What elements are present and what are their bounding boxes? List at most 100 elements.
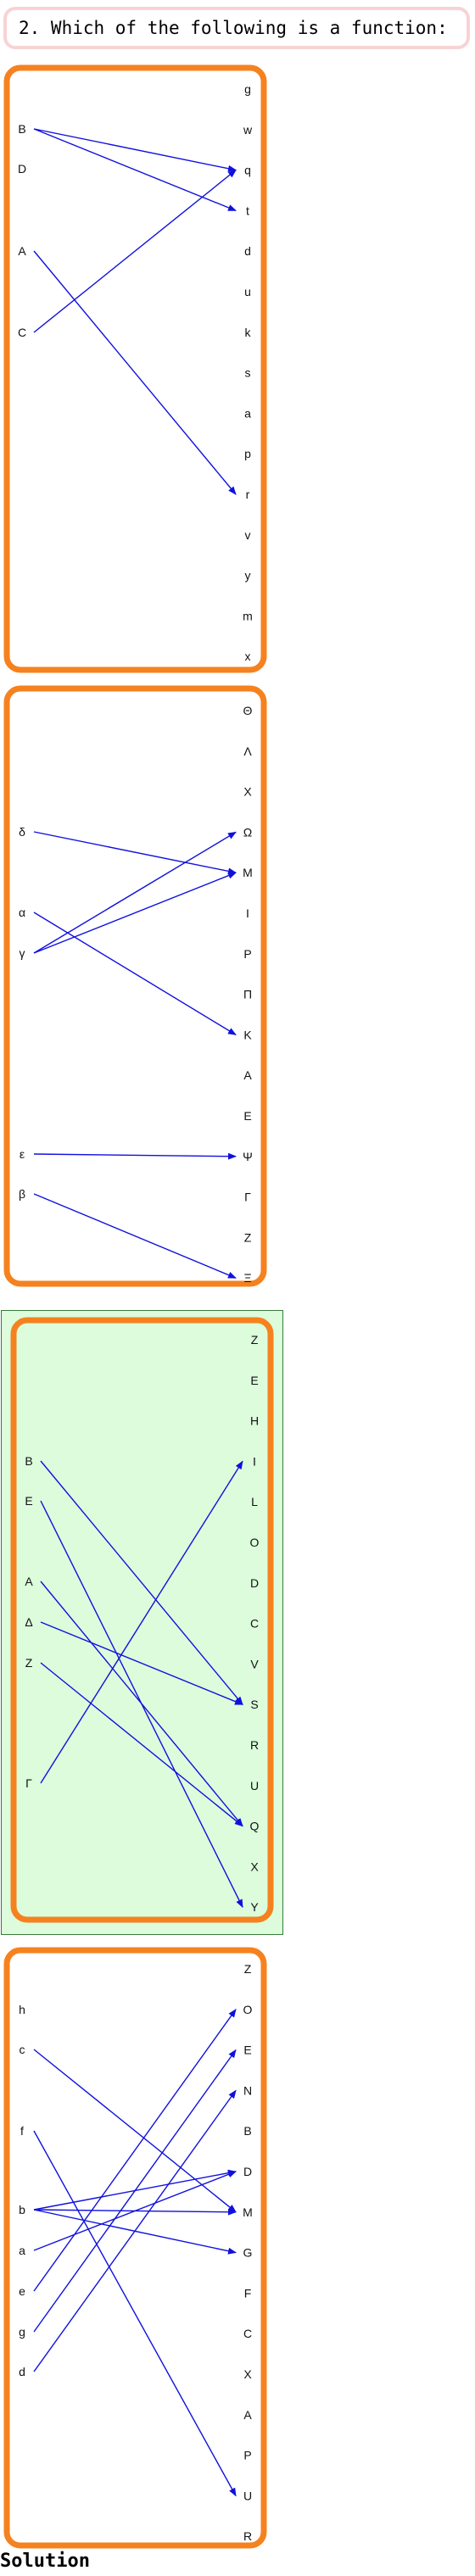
domain-label: Γ [25,1776,32,1790]
domain-label: ε [20,1147,25,1161]
codomain-label: E [250,1374,258,1387]
codomain-label: Θ [243,704,253,717]
codomain-label: u [244,285,251,298]
mapping-arrow [40,1621,243,1705]
codomain-label: A [243,1068,252,1082]
codomain-label: p [244,447,251,460]
solution-heading: Solution [0,2551,90,2572]
codomain-label: m [243,609,253,622]
codomain-label: V [250,1657,259,1670]
mapping-arrow [33,2171,237,2251]
codomain-label: X [243,2367,252,2381]
domain-label: a [19,2244,25,2257]
domain-label: E [25,1494,32,1508]
mapping-arrow [40,1581,243,1827]
codomain-label: L [251,1495,258,1508]
domain-label: A [18,244,26,258]
codomain-label: U [243,2489,252,2502]
codomain-label: F [244,2286,252,2300]
domain-label: B [18,122,25,136]
codomain-label: Y [250,1900,259,1914]
codomain-label: w [243,123,253,137]
codomain-label: G [243,2246,253,2260]
domain-label: C [18,326,26,339]
option-frame [10,1317,274,1923]
domain-label: b [19,2203,25,2216]
domain-label: Δ [25,1615,32,1629]
codomain-label: Q [250,1820,260,1833]
codomain-label: E [243,1109,251,1123]
codomain-label: C [243,2327,252,2340]
codomain-label: Z [251,1333,259,1347]
domain-label: B [25,1454,32,1468]
codomain-label: P [243,2449,251,2462]
mapping-arrow [33,250,237,495]
codomain-label: Γ [244,1190,251,1204]
codomain-label: Ψ [243,1150,253,1163]
domain-label: γ [20,946,25,960]
mapping-arrow [33,2008,237,2292]
domain-label: β [19,1187,25,1201]
option-frame [3,64,267,673]
domain-label: Z [25,1656,33,1670]
codomain-label: U [250,1779,259,1793]
codomain-label: x [245,650,251,663]
domain-label: D [18,162,26,176]
codomain-label: H [250,1414,259,1428]
codomain-label: X [243,785,252,799]
codomain-label: I [246,906,249,920]
codomain-label: O [243,2003,253,2016]
codomain-label: R [250,1738,259,1752]
codomain-label: D [243,2165,252,2178]
codomain-label: a [244,406,251,420]
domain-label: f [20,2124,24,2138]
mapping-arrow [33,169,237,333]
mapping-arrow [33,831,237,954]
codomain-label: D [250,1576,259,1590]
codomain-label: y [245,569,251,583]
mapping-arrow [33,2049,237,2333]
codomain-label: A [243,2408,252,2422]
mapping-arrow [33,872,237,954]
domain-label: δ [19,825,25,839]
codomain-label: q [244,164,251,177]
codomain-label: R [243,2529,252,2543]
codomain-label: M [243,866,253,879]
codomain-label: r [246,488,250,501]
codomain-label: E [243,2044,251,2057]
codomain-label: t [246,204,249,217]
mapping-arrow [40,1460,243,1784]
option-frame [3,685,267,1287]
domain-label: e [19,2284,25,2298]
domain-label: h [19,2003,25,2016]
mapping-arrow [33,128,237,172]
mapping-arrow [33,2089,237,2372]
mapping-arrow [33,831,237,875]
codomain-label: g [244,82,251,96]
mapping-arrow [33,1193,237,1279]
codomain-label: M [243,2205,253,2219]
codomain-label: s [245,366,251,380]
codomain-label: B [243,2124,251,2138]
codomain-label: Π [243,988,252,1001]
codomain-label: d [244,244,251,258]
codomain-label: O [250,1536,260,1549]
domain-label: A [25,1575,33,1588]
codomain-label: Ω [243,825,252,839]
mapping-arrow [33,912,237,1035]
codomain-label: S [250,1698,258,1711]
option-frame [3,1947,267,2549]
codomain-label: Z [244,1230,252,1244]
domain-label: d [19,2365,25,2378]
codomain-label: I [253,1454,256,1468]
mapping-arrow [33,1152,237,1160]
domain-label: c [20,2043,25,2056]
mapping-arrow [33,128,237,212]
codomain-label: C [250,1617,259,1631]
codomain-label: v [245,528,251,542]
